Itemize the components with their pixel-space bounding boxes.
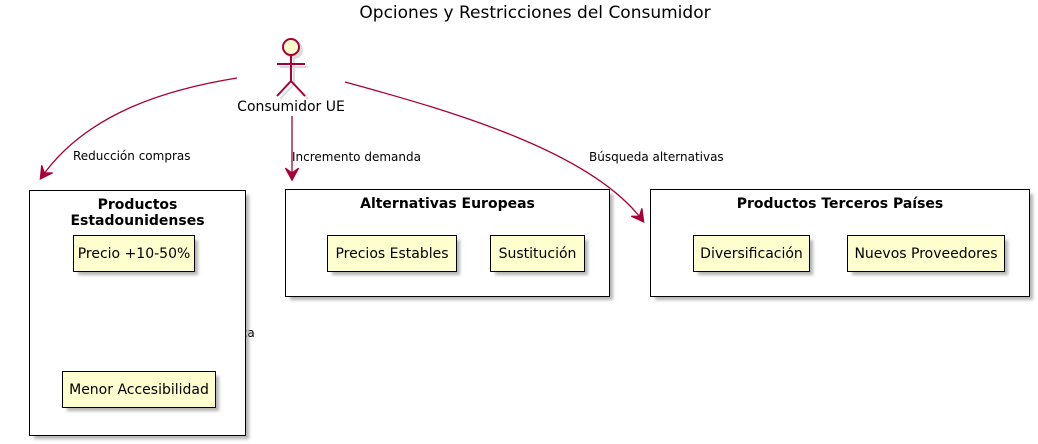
node-precio: Precio +10-50% bbox=[73, 235, 195, 272]
actor-label: Consumidor UE bbox=[237, 99, 345, 115]
actor-leg-right bbox=[290, 80, 306, 97]
diagram-title: Opciones y Restricciones del Consumidor bbox=[359, 3, 711, 23]
node-sustitucion: Sustitución bbox=[490, 235, 585, 272]
package-title-productos-estadounidenses: Productos Estadounidenses bbox=[70, 197, 205, 229]
edge-label-busqueda-alternativas: Búsqueda alternativas bbox=[589, 150, 724, 164]
edge-label-reduccion-compras: Reducción compras bbox=[73, 149, 191, 163]
package-title-productos-terceros-paises: Productos Terceros Países bbox=[736, 196, 944, 212]
arrow-reduccion-compras bbox=[39, 77, 238, 181]
actor-head bbox=[282, 38, 300, 56]
node-menor-accesibilidad: Menor Accesibilidad bbox=[62, 371, 216, 408]
node-nuevos-proveedores: Nuevos Proveedores bbox=[847, 235, 1005, 272]
actor-shadow bbox=[279, 41, 309, 100]
edge-label-incremento-demanda: Incremento demanda bbox=[292, 150, 421, 164]
node-precios-estables: Precios Estables bbox=[327, 235, 457, 272]
actor-icon bbox=[276, 38, 306, 97]
node-diversificacion: Diversificación bbox=[693, 235, 810, 272]
package-title-alternativas-europeas: Alternativas Europeas bbox=[360, 196, 535, 212]
actor-leg-left bbox=[276, 80, 292, 97]
